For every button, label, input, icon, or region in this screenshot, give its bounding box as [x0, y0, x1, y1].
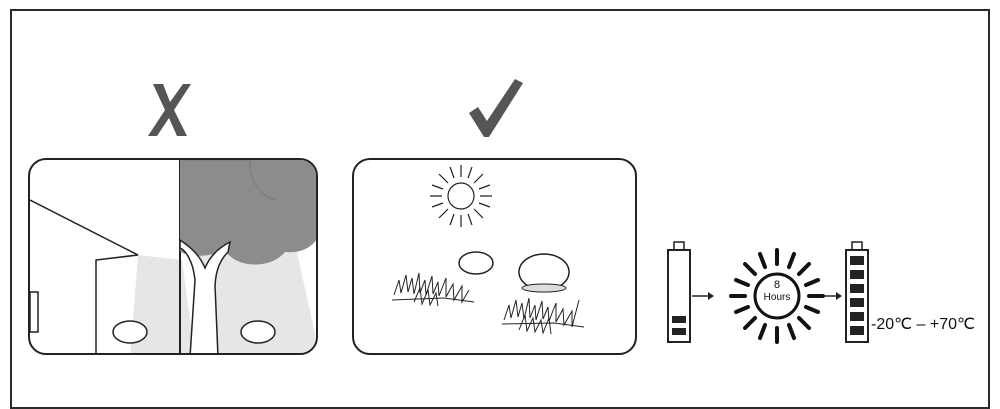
battery-bar — [850, 284, 864, 293]
grass-icon — [502, 298, 584, 334]
battery-bar — [850, 312, 864, 321]
battery-empty-icon — [668, 242, 690, 342]
stone-light — [459, 252, 493, 274]
grass-icon — [392, 273, 474, 306]
battery-bar — [850, 270, 864, 279]
sun-icon — [430, 165, 492, 227]
arrow-right-icon — [692, 292, 714, 300]
stone-light — [113, 321, 147, 343]
arrow-right-icon — [823, 292, 842, 300]
tree-canopy — [180, 160, 318, 265]
battery-bar — [672, 328, 686, 335]
battery-bar — [850, 256, 864, 265]
battery-bar — [850, 298, 864, 307]
check-mark-icon — [465, 75, 525, 140]
house-roof-line — [30, 200, 138, 255]
sun-hours-unit: Hours — [757, 292, 797, 303]
temperature-range: -20℃ – +70℃ — [871, 314, 975, 334]
battery-bar — [672, 316, 686, 323]
battery-bar — [850, 326, 864, 335]
shaded-location-panel — [28, 158, 318, 355]
sun-hours-number: 8 — [757, 280, 797, 291]
battery-full-icon — [846, 242, 868, 342]
wrong-mark-icon — [145, 80, 195, 140]
sunny-location-panel — [352, 158, 637, 355]
stone-light — [241, 321, 275, 343]
